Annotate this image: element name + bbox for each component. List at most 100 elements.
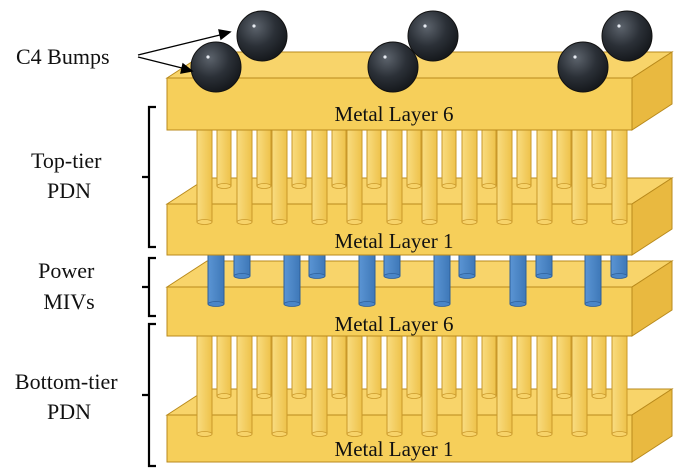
bottom-pillar-cap-9 <box>386 431 403 437</box>
miv-back-1 <box>233 254 251 277</box>
top-pillar-back-5 <box>516 129 532 187</box>
bottom-pillar-back-10 <box>481 335 497 397</box>
miv-back-cap-1 <box>233 273 251 279</box>
c4-bump-5 <box>601 10 653 62</box>
top-pillar-back-cap-2 <box>291 183 307 189</box>
miv-back-3 <box>383 254 401 277</box>
top-tier-pillars <box>196 129 628 225</box>
top-pillar-12 <box>611 129 628 223</box>
top-pillar-cap-11 <box>536 219 553 225</box>
bottom-pillar-11 <box>536 335 553 435</box>
bottom-pillar-back-cap-4 <box>441 393 457 399</box>
bottom-tier-bracket <box>142 322 156 468</box>
bottom-pillar-back-cap-6 <box>591 393 607 399</box>
bottom-pillar-back-8 <box>331 335 347 397</box>
top-pillar-back-cap-5 <box>516 183 532 189</box>
bottom-pillar-back-6 <box>591 335 607 397</box>
bottom-pillar-cap-12 <box>611 431 628 437</box>
top-pillar-back-cap-1 <box>216 183 232 189</box>
c4-bump-4 <box>367 41 419 93</box>
bottom-pillar-back-cap-3 <box>366 393 382 399</box>
bottom-pillar-back-cap-11 <box>556 393 572 399</box>
top-pillar-back-cap-8 <box>331 183 347 189</box>
top-pillar-8 <box>311 129 328 223</box>
top-pillar-cap-8 <box>311 219 328 225</box>
miv-back-cap-2 <box>308 273 326 279</box>
bottom-pillar-back-3 <box>366 335 382 397</box>
bottom-pillar-12 <box>611 335 628 435</box>
bottom-pillar-back-9 <box>406 335 422 397</box>
c4-bump-2 <box>190 41 242 93</box>
top-pillar-back-8 <box>331 129 347 187</box>
bottom-pillar-back-11 <box>556 335 572 397</box>
c4-bump-highlight-5 <box>617 24 621 28</box>
power-mivs-label: Power MIVs <box>38 258 100 314</box>
top-pillar-11 <box>536 129 553 223</box>
bottom-pillar-10 <box>461 335 478 435</box>
power-mivs <box>207 254 628 307</box>
miv-back-6 <box>610 254 628 277</box>
miv-back-cap-4 <box>458 273 476 279</box>
bottom-pillar-7 <box>236 335 253 435</box>
top-pillar-back-4 <box>441 129 457 187</box>
top-pillar-back-3 <box>366 129 382 187</box>
bottom-pillar-9 <box>386 335 403 435</box>
top-pillar-back-7 <box>256 129 272 187</box>
top-pillar-back-cap-11 <box>556 183 572 189</box>
bottom-pillar-back-cap-1 <box>216 393 232 399</box>
bottom-pillar-back-5 <box>516 335 532 397</box>
top-pillar-3 <box>346 129 363 223</box>
bottom-pillar-cap-11 <box>536 431 553 437</box>
bottom-pillar-back-2 <box>291 335 307 397</box>
bottom-pillar-cap-5 <box>496 431 513 437</box>
miv-cap-3 <box>358 301 376 307</box>
miv-6 <box>584 254 602 305</box>
top-pillar-back-cap-7 <box>256 183 272 189</box>
top-pillar-cap-10 <box>461 219 478 225</box>
top-pillar-cap-7 <box>236 219 253 225</box>
bottom-pillar-back-cap-8 <box>331 393 347 399</box>
bottom-pillar-cap-8 <box>311 431 328 437</box>
bottom-pillar-back-cap-7 <box>256 393 272 399</box>
top-pillar-1 <box>196 129 213 223</box>
layer-label-top-m1: Metal Layer 1 <box>335 229 454 253</box>
bottom-pillar-back-7 <box>256 335 272 397</box>
bottom-pillar-2 <box>271 335 288 435</box>
top-pillar-back-9 <box>406 129 422 187</box>
top-pillar-back-2 <box>291 129 307 187</box>
miv-back-4 <box>458 254 476 277</box>
top-pillar-10 <box>461 129 478 223</box>
top-pillar-back-cap-3 <box>366 183 382 189</box>
bottom-m6-front-face <box>166 286 633 337</box>
miv-cap-4 <box>433 301 451 307</box>
bottom-pillar-cap-6 <box>571 431 588 437</box>
c4-bump-3 <box>407 10 459 62</box>
top-pillar-back-10 <box>481 129 497 187</box>
miv-3 <box>358 254 376 305</box>
miv-5 <box>509 254 527 305</box>
miv-back-2 <box>308 254 326 277</box>
miv-cap-1 <box>207 301 225 307</box>
c4-bumps-arrows <box>137 29 232 74</box>
top-pillar-9 <box>386 129 403 223</box>
bottom-pillar-6 <box>571 335 588 435</box>
top-pillar-cap-1 <box>196 219 213 225</box>
top-pillar-cap-12 <box>611 219 628 225</box>
power-mivs-bracket <box>142 256 156 318</box>
top-pillar-6 <box>571 129 588 223</box>
c4-bump-highlight-3 <box>423 24 427 28</box>
top-pillar-cap-9 <box>386 219 403 225</box>
top-pillar-back-1 <box>216 129 232 187</box>
miv-back-cap-6 <box>610 273 628 279</box>
top-pillar-cap-5 <box>496 219 513 225</box>
top-tier-bracket <box>142 105 156 249</box>
top-pillar-4 <box>421 129 438 223</box>
top-pillar-back-cap-4 <box>441 183 457 189</box>
bottom-pillar-3 <box>346 335 363 435</box>
bottom-pillar-back-cap-10 <box>481 393 497 399</box>
bottom-pillar-8 <box>311 335 328 435</box>
miv-back-5 <box>535 254 553 277</box>
bottom-pillar-cap-2 <box>271 431 288 437</box>
miv-4 <box>433 254 451 305</box>
